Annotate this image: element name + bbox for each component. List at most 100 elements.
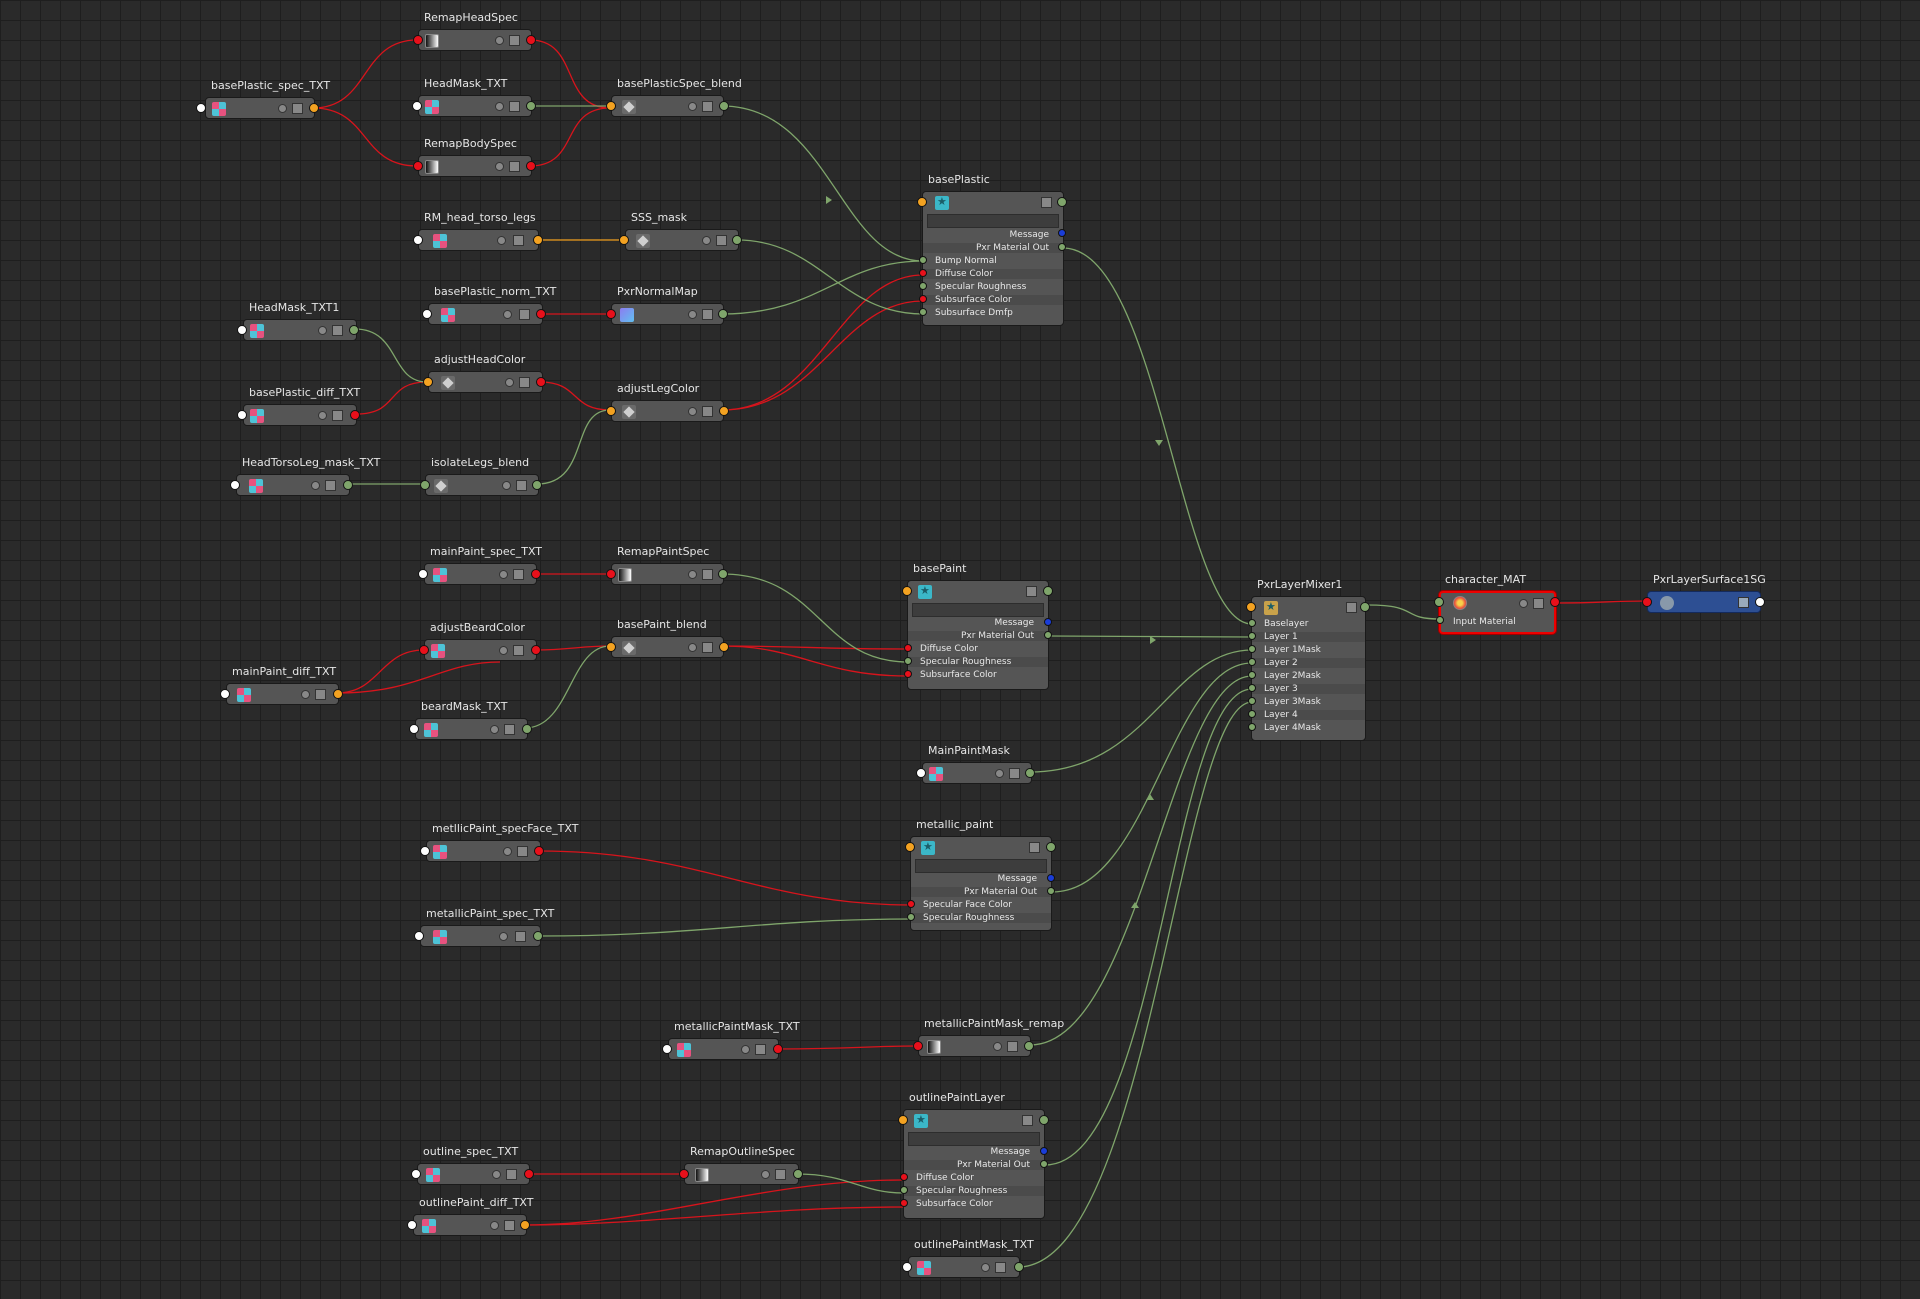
- input-port[interactable]: [412, 101, 422, 111]
- output-port[interactable]: [532, 480, 542, 490]
- node-outlinePaintLayer[interactable]: outlinePaintLayer Message Pxr Material O…: [898, 1091, 1049, 1219]
- node-mainPaint_diff_TXT[interactable]: mainPaint_diff_TXT: [220, 665, 343, 705]
- input-port[interactable]: [606, 309, 616, 319]
- layer4-port[interactable]: [1248, 710, 1256, 718]
- attr-toggle-icon[interactable]: [1007, 1041, 1018, 1052]
- attr-row-specular-roughness[interactable]: Specular Roughness: [911, 913, 1051, 923]
- input-port[interactable]: [413, 161, 423, 171]
- input-port[interactable]: [606, 569, 616, 579]
- output-port[interactable]: [534, 846, 544, 856]
- specular-face-color-port[interactable]: [907, 900, 915, 908]
- output-port[interactable]: [718, 569, 728, 579]
- attr-toggle-icon[interactable]: [755, 1044, 766, 1055]
- output-port[interactable]: [531, 645, 541, 655]
- input-port[interactable]: [220, 689, 230, 699]
- attr-toggle-icon[interactable]: [504, 1220, 515, 1231]
- attr-toggle-icon[interactable]: [513, 645, 524, 656]
- node-adjustHeadColor[interactable]: adjustHeadColor: [423, 353, 546, 393]
- node-metallicPaintMask_remap[interactable]: metallicPaintMask_remap: [913, 1017, 1064, 1057]
- output-port[interactable]: [536, 309, 546, 319]
- output-port[interactable]: [793, 1169, 803, 1179]
- node-isolateLegs_blend[interactable]: isolateLegs_blend: [420, 456, 542, 496]
- swatch-icon[interactable]: [301, 690, 310, 699]
- node-HeadTorsoLeg_mask_TXT[interactable]: HeadTorsoLeg_mask_TXT: [230, 456, 380, 496]
- swatch-icon[interactable]: [499, 932, 508, 941]
- attr-row-diffuse-color[interactable]: Diffuse Color: [904, 1173, 1044, 1183]
- layer2mask-port[interactable]: [1248, 671, 1256, 679]
- message-port[interactable]: [1040, 1147, 1048, 1155]
- input-port[interactable]: [1642, 597, 1652, 607]
- swatch-icon[interactable]: [503, 310, 512, 319]
- diffuse-color-port[interactable]: [904, 644, 912, 652]
- attr-toggle-icon[interactable]: [519, 309, 530, 320]
- attr-toggle-icon[interactable]: [506, 1169, 517, 1180]
- input-port[interactable]: [413, 35, 423, 45]
- output-port[interactable]: [719, 101, 729, 111]
- subsurface-color-port[interactable]: [904, 670, 912, 678]
- attr-toggle-icon[interactable]: [1041, 197, 1052, 208]
- material-out-port[interactable]: [1058, 243, 1066, 251]
- attr-row-diffuse-color[interactable]: Diffuse Color: [908, 644, 1048, 654]
- node-PxrLayerSurface1SG[interactable]: PxrLayerSurface1SG: [1642, 573, 1766, 613]
- node-beardMask_TXT[interactable]: beardMask_TXT: [409, 700, 532, 740]
- node-RemapOutlineSpec[interactable]: RemapOutlineSpec: [679, 1145, 803, 1185]
- attr-toggle-icon[interactable]: [702, 569, 713, 580]
- input-port[interactable]: [619, 235, 629, 245]
- node-RemapHeadSpec[interactable]: RemapHeadSpec: [413, 11, 536, 51]
- input-port[interactable]: [409, 724, 419, 734]
- message-port[interactable]: [1058, 229, 1066, 237]
- attr-row-message[interactable]: Message: [923, 230, 1063, 240]
- swatch-icon[interactable]: [741, 1045, 750, 1054]
- attr-row-message[interactable]: Message: [904, 1147, 1044, 1157]
- attr-toggle-icon[interactable]: [702, 309, 713, 320]
- swatch-icon[interactable]: [495, 162, 504, 171]
- attr-toggle-icon[interactable]: [509, 35, 520, 46]
- attr-toggle-icon[interactable]: [1009, 768, 1020, 779]
- node-RemapPaintSpec[interactable]: RemapPaintSpec: [606, 545, 728, 585]
- input-port[interactable]: [418, 569, 428, 579]
- output-port[interactable]: [719, 406, 729, 416]
- input-port[interactable]: [606, 406, 616, 416]
- input-port[interactable]: [662, 1044, 672, 1054]
- attr-toggle-icon[interactable]: [325, 480, 336, 491]
- attr-row-input-material[interactable]: Input Material: [1453, 617, 1516, 627]
- swatch-icon[interactable]: [688, 102, 697, 111]
- input-port[interactable]: [419, 645, 429, 655]
- output-port[interactable]: [343, 480, 353, 490]
- specular-roughness-port[interactable]: [919, 282, 927, 290]
- swatch-icon[interactable]: [490, 1221, 499, 1230]
- output-port[interactable]: [309, 103, 319, 113]
- node-MainPaintMask[interactable]: MainPaintMask: [916, 744, 1035, 784]
- layer2-port[interactable]: [1248, 658, 1256, 666]
- attr-toggle-icon[interactable]: [1346, 602, 1357, 613]
- attr-row-bump-normal[interactable]: Bump Normal: [923, 256, 1063, 266]
- node-PxrLayerMixer1[interactable]: PxrLayerMixer1 Baselayer Layer 1 Layer 1…: [1246, 578, 1370, 741]
- node-basePaint[interactable]: basePaint Message Pxr Material Out Diffu…: [902, 562, 1053, 690]
- node-PxrNormalMap[interactable]: PxrNormalMap: [606, 285, 728, 325]
- attr-row-diffuse-color[interactable]: Diffuse Color: [923, 269, 1063, 279]
- bump-normal-port[interactable]: [919, 256, 927, 264]
- output-port[interactable]: [1550, 597, 1560, 607]
- attr-row-material-out[interactable]: Pxr Material Out: [904, 1160, 1044, 1170]
- node-mainPaint_spec_TXT[interactable]: mainPaint_spec_TXT: [418, 545, 542, 585]
- attr-toggle-icon[interactable]: [332, 325, 343, 336]
- swatch-icon[interactable]: [995, 769, 1004, 778]
- node-basePlastic[interactable]: basePlastic Message Pxr Material Out Bum…: [917, 173, 1067, 326]
- output-port[interactable]: [1046, 842, 1056, 852]
- attr-toggle-icon[interactable]: [1533, 598, 1544, 609]
- output-port[interactable]: [718, 309, 728, 319]
- output-port[interactable]: [1039, 1115, 1049, 1125]
- input-port[interactable]: [420, 480, 430, 490]
- output-port[interactable]: [719, 642, 729, 652]
- swatch-icon[interactable]: [499, 570, 508, 579]
- node-RemapBodySpec[interactable]: RemapBodySpec: [413, 137, 536, 177]
- swatch-icon[interactable]: [502, 481, 511, 490]
- node-basePlastic_spec_TXT[interactable]: basePlastic_spec_TXT: [196, 79, 330, 119]
- attr-toggle-icon[interactable]: [504, 724, 515, 735]
- swatch-icon[interactable]: [490, 725, 499, 734]
- attr-toggle-icon[interactable]: [702, 406, 713, 417]
- node-character_MAT[interactable]: character_MAT Input Material: [1434, 573, 1560, 634]
- output-port[interactable]: [533, 235, 543, 245]
- output-port[interactable]: [1024, 1041, 1034, 1051]
- output-port[interactable]: [1755, 597, 1765, 607]
